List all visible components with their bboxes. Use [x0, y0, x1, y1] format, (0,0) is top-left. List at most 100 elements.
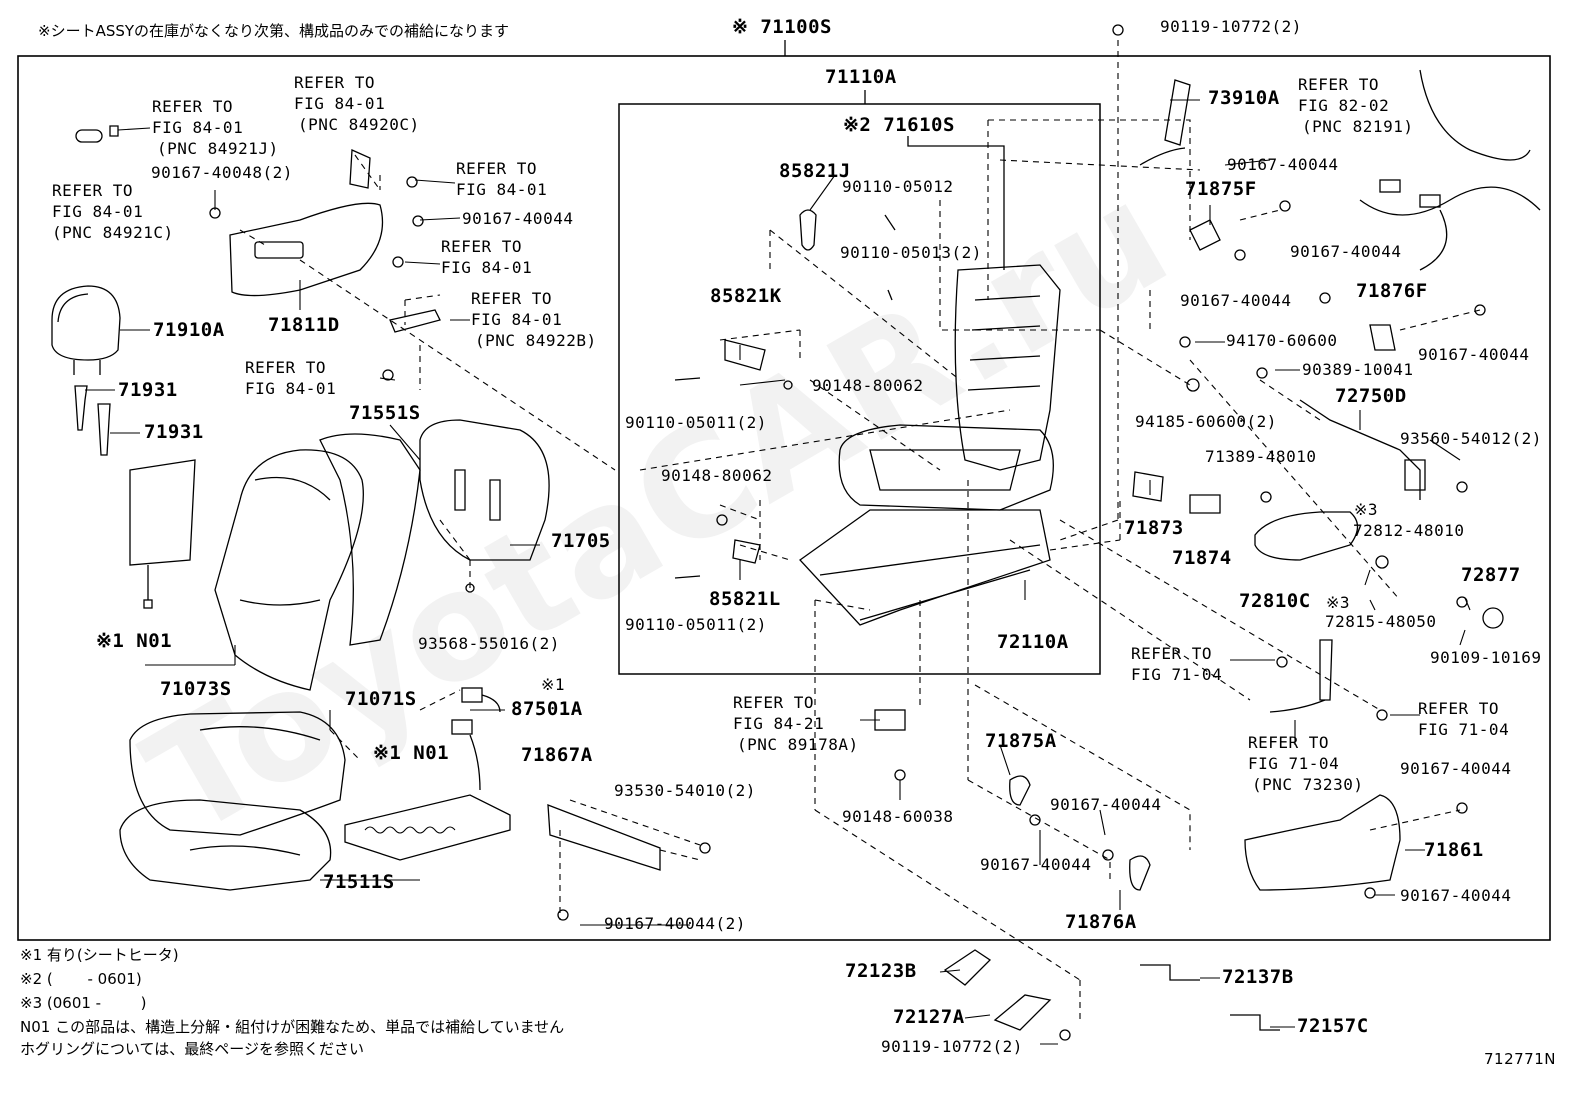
part-90167-40048[interactable]: 90167-40048(2) — [151, 163, 293, 182]
part-71705[interactable]: 71705 — [551, 530, 611, 552]
part-71610s[interactable]: ※2 71610S — [843, 114, 955, 136]
part-90148-80062-b[interactable]: 90148-80062 — [661, 466, 773, 485]
footnote-3: ※3 (0601 - ) — [20, 994, 147, 1012]
part-85821k[interactable]: 85821K — [710, 285, 782, 307]
armrest-shape — [1254, 511, 1359, 561]
heater-mark: ※1 — [541, 675, 566, 694]
part-71511s[interactable]: 71511S — [323, 871, 395, 893]
callout-ref-7104-a[interactable]: REFER TO FIG 71-04 — [1131, 644, 1222, 684]
part-93560-54012[interactable]: 93560-54012(2) — [1400, 429, 1542, 448]
assembly-label: ※ 71100S — [732, 16, 832, 38]
part-93568-55016[interactable]: 93568-55016(2) — [418, 634, 560, 653]
part-71389-48010[interactable]: 71389-48010 — [1205, 447, 1317, 466]
part-71875f[interactable]: 71875F — [1185, 178, 1257, 200]
part-90167-40044-r6[interactable]: 90167-40044 — [1400, 886, 1512, 905]
part-71867a[interactable]: 71867A — [521, 744, 593, 766]
seat-shield-shape — [1244, 794, 1401, 891]
part-72750d[interactable]: 72750D — [1335, 385, 1407, 407]
callout-ref-8401-b[interactable]: REFER TO FIG 84-01 — [441, 237, 533, 277]
part-72157c[interactable]: 72157C — [1297, 1015, 1369, 1037]
callout-line: REFER TO — [441, 237, 523, 256]
part-94185-60600[interactable]: 94185-60600(2) — [1135, 412, 1277, 431]
part-71875a[interactable]: 71875A — [985, 730, 1057, 752]
part-71874[interactable]: 71874 — [1172, 547, 1232, 569]
part-85821l[interactable]: 85821L — [709, 588, 781, 610]
part-90389-10041[interactable]: 90389-10041 — [1302, 360, 1414, 379]
part-90110-05012[interactable]: 90110-05012 — [842, 177, 954, 196]
callout-ref-89178a[interactable]: REFER TO FIG 84-21 (PNC 89178A) — [733, 693, 858, 754]
part-72877[interactable]: 72877 — [1461, 564, 1521, 586]
back-board-shape — [419, 419, 550, 561]
callout-ref-73230[interactable]: REFER TO FIG 71-04 (PNC 73230) — [1248, 733, 1363, 794]
callout-ref-84922b[interactable]: REFER TO FIG 84-01 (PNC 84922B) — [471, 290, 596, 350]
part-71551s[interactable]: 71551S — [349, 402, 421, 424]
part-n01-cushion[interactable]: ※1 N01 — [373, 742, 450, 764]
part-71071s[interactable]: 71071S — [345, 688, 417, 710]
drawing-number: 712771N — [1484, 1050, 1556, 1068]
part-90167-40044-r1[interactable]: 90167-40044 — [1227, 155, 1339, 174]
part-71073s[interactable]: 71073S — [160, 678, 232, 700]
part-72815-48050[interactable]: 72815-48050 — [1325, 612, 1437, 631]
part-72123b[interactable]: 72123B — [845, 960, 917, 982]
callout-ref-84920c[interactable]: REFER TO FIG 84-01 (PNC 84920C) — [294, 73, 419, 134]
part-71861[interactable]: 71861 — [1424, 839, 1484, 861]
part-71110a[interactable]: 71110A — [825, 66, 897, 88]
part-71931-a[interactable]: 71931 — [118, 379, 178, 401]
part-71876f[interactable]: 71876F — [1356, 280, 1428, 302]
mark-72815: ※3 — [1326, 593, 1351, 612]
part-90167-40044-r5[interactable]: 90167-40044 — [1400, 759, 1512, 778]
footnotes: ※1 有り(シートヒータ) ※2 ( - 0601) ※3 (0601 - ) … — [20, 946, 564, 1058]
part-90167-40044-r3[interactable]: 90167-40044 — [1180, 291, 1292, 310]
callout-line: REFER TO — [1131, 644, 1213, 663]
callout-ref-8401-c[interactable]: REFER TO FIG 84-01 — [245, 358, 336, 398]
part-90167-40044-shield[interactable]: 90167-40044 — [462, 209, 574, 228]
seatback-cover-shape — [214, 449, 364, 691]
part-71873[interactable]: 71873 — [1124, 517, 1184, 539]
part-90119-10772-bottom[interactable]: 90119-10772(2) — [881, 1037, 1023, 1056]
callout-ref-7104-b[interactable]: REFER TO FIG 71-04 — [1418, 700, 1509, 739]
callout-line: REFER TO — [1248, 733, 1330, 752]
part-90148-80062-a[interactable]: 90148-80062 — [812, 376, 924, 395]
callout-ref-84921c[interactable]: REFER TO FIG 84-01 (PNC 84921C) — [52, 182, 174, 242]
part-87501a[interactable]: 87501A — [511, 698, 583, 720]
callout-line: FIG 84-01 — [294, 94, 386, 113]
part-72110a[interactable]: 72110A — [997, 631, 1069, 653]
callout-line: REFER TO — [733, 693, 815, 712]
part-72127a[interactable]: 72127A — [893, 1006, 965, 1028]
part-94170-60600[interactable]: 94170-60600 — [1226, 331, 1338, 350]
footnote-1: ※1 有り(シートヒータ) — [20, 946, 179, 964]
part-72812-48010[interactable]: 72812-48010 — [1353, 521, 1465, 540]
callout-line: (PNC 84920C) — [298, 115, 420, 134]
part-90119-10772-top[interactable]: 90119-10772(2) — [1160, 17, 1302, 36]
part-72137b[interactable]: 72137B — [1222, 966, 1294, 988]
callout-line: REFER TO — [294, 73, 376, 92]
callout-line: FIG 84-01 — [456, 180, 548, 199]
part-90110-05013[interactable]: 90110-05013(2) — [840, 243, 982, 262]
part-71910a[interactable]: 71910A — [153, 319, 225, 341]
part-n01-back[interactable]: ※1 N01 — [96, 630, 173, 652]
callout-ref-84921j[interactable]: REFER TO FIG 84-01 (PNC 84921J) — [152, 98, 278, 158]
part-90109-10169[interactable]: 90109-10169 — [1430, 648, 1542, 667]
part-71931-b[interactable]: 71931 — [144, 421, 204, 443]
part-90167-40044-2-lower[interactable]: 90167-40044(2) — [604, 914, 746, 933]
part-73910a[interactable]: 73910A — [1208, 87, 1280, 109]
part-90167-40044-r2[interactable]: 90167-40044 — [1290, 242, 1402, 261]
callout-line: FIG 84-01 — [441, 258, 533, 277]
callout-line: REFER TO — [1298, 75, 1380, 94]
part-85821j[interactable]: 85821J — [779, 160, 851, 182]
part-90167-40044-m2[interactable]: 90167-40044 — [980, 855, 1092, 874]
part-90110-05011-b[interactable]: 90110-05011(2) — [625, 615, 767, 634]
callout-ref-8401-a[interactable]: REFER TO FIG 84-01 — [456, 160, 548, 199]
part-93530-54010[interactable]: 93530-54010(2) — [614, 781, 756, 800]
part-71811d[interactable]: 71811D — [268, 314, 340, 336]
callout-ref-82191[interactable]: REFER TO FIG 82-02 (PNC 82191) — [1298, 75, 1413, 136]
part-90167-40044-r4[interactable]: 90167-40044 — [1418, 345, 1530, 364]
part-90110-05011-a[interactable]: 90110-05011(2) — [625, 413, 767, 432]
part-71876a[interactable]: 71876A — [1065, 911, 1137, 933]
callout-line: (PNC 89178A) — [737, 735, 859, 754]
part-90148-60038[interactable]: 90148-60038 — [842, 807, 954, 826]
callout-line: REFER TO — [245, 358, 327, 377]
part-72810c[interactable]: 72810C — [1239, 590, 1311, 612]
part-90167-40044-m1[interactable]: 90167-40044 — [1050, 795, 1162, 814]
